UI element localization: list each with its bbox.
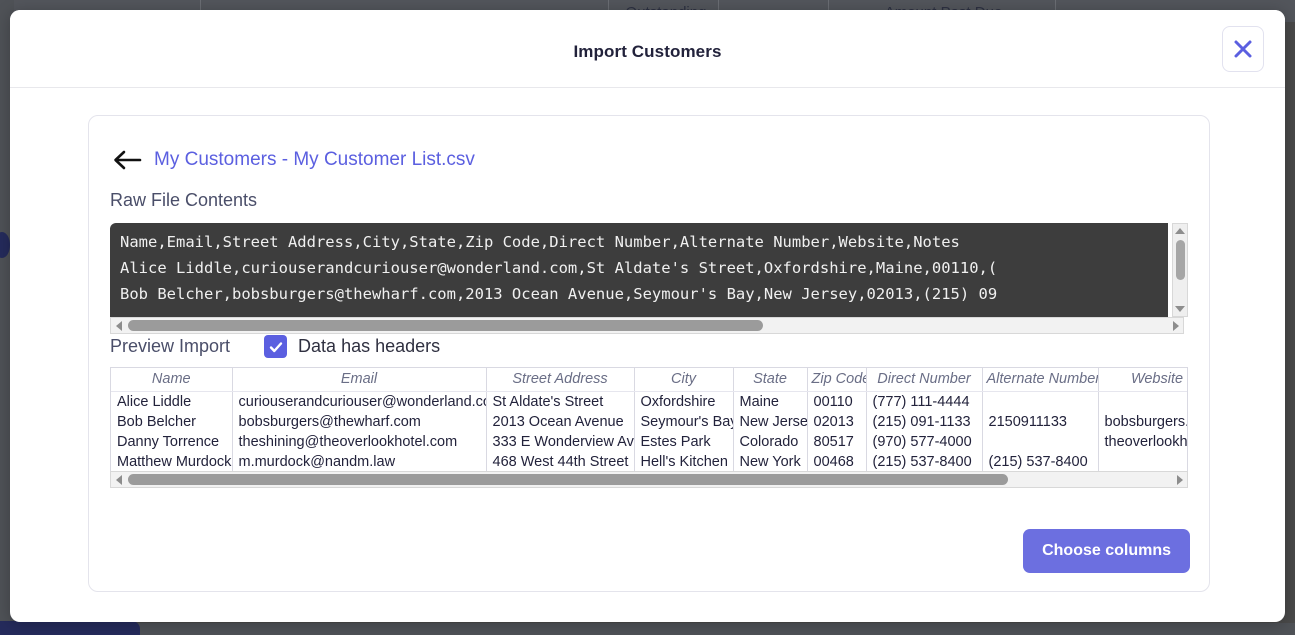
cell-street-address: 333 E Wonderview Ave bbox=[486, 432, 635, 452]
raw-vertical-scrollbar[interactable] bbox=[1172, 223, 1188, 317]
scrollbar-thumb[interactable] bbox=[128, 474, 1008, 485]
column-header-alternate-number: Alternate Number bbox=[982, 368, 1099, 392]
preview-import-row: Preview Import Data has headers bbox=[89, 335, 1209, 358]
scrollbar-thumb[interactable] bbox=[1175, 240, 1185, 280]
back-button[interactable] bbox=[110, 147, 144, 173]
cell-alternate-number: (215) 537-8400 bbox=[982, 452, 1099, 471]
cell-street-address: 468 West 44th Street bbox=[486, 452, 635, 471]
cell-alternate-number: 2150911133 bbox=[982, 412, 1099, 432]
choose-columns-button[interactable]: Choose columns bbox=[1023, 529, 1190, 573]
column-header-state: State bbox=[733, 368, 808, 392]
cell-city: Seymour's Bay bbox=[634, 412, 734, 432]
cell-city: Oxfordshire bbox=[634, 391, 734, 412]
cell-email: bobsburgers@thewharf.com bbox=[232, 412, 487, 432]
cell-website: theoverlookho bbox=[1098, 432, 1187, 452]
close-icon bbox=[1234, 40, 1252, 58]
cell-state: Colorado bbox=[733, 432, 808, 452]
scroll-right-arrow[interactable] bbox=[1172, 471, 1187, 488]
cell-alternate-number bbox=[982, 432, 1099, 452]
cell-website bbox=[1098, 391, 1187, 412]
column-header-name: Name bbox=[111, 368, 233, 392]
raw-horizontal-scrollbar[interactable] bbox=[110, 317, 1184, 334]
preview-import-label: Preview Import bbox=[110, 336, 231, 356]
cell-direct-number: (215) 091-1133 bbox=[866, 412, 983, 432]
scrollbar-thumb[interactable] bbox=[128, 320, 763, 331]
data-has-headers-label: Data has headers bbox=[298, 336, 441, 356]
cell-zip-code: 00110 bbox=[807, 391, 867, 412]
cell-state: New Jersey bbox=[733, 412, 808, 432]
breadcrumb[interactable]: My Customers - My Customer List.csv bbox=[154, 149, 475, 170]
card-topbar: My Customers - My Customer List.csv bbox=[89, 116, 1209, 178]
scroll-right-arrow[interactable] bbox=[1168, 317, 1183, 334]
modal-header: Import Customers bbox=[10, 10, 1285, 88]
cell-direct-number: (970) 577-4000 bbox=[866, 432, 983, 452]
column-header-zip-code: Zip Code bbox=[807, 368, 867, 392]
cell-city: Estes Park bbox=[634, 432, 734, 452]
cell-city: Hell's Kitchen bbox=[634, 452, 734, 471]
raw-file-contents-text: Name,Email,Street Address,City,State,Zip… bbox=[120, 233, 998, 303]
preview-table-horizontal-scrollbar[interactable] bbox=[110, 471, 1188, 488]
column-header-email: Email bbox=[232, 368, 487, 392]
cell-street-address: St Aldate's Street bbox=[486, 391, 635, 412]
scroll-up-arrow[interactable] bbox=[1172, 224, 1188, 238]
cell-name: Danny Torrence bbox=[111, 432, 233, 452]
raw-file-contents-label: Raw File Contents bbox=[110, 190, 258, 210]
column-header-direct-number: Direct Number bbox=[866, 368, 983, 392]
background-accent-dot bbox=[0, 232, 10, 258]
cell-name: Alice Liddle bbox=[111, 391, 233, 412]
cell-name: Matthew Murdock bbox=[111, 452, 233, 471]
check-icon bbox=[269, 341, 282, 352]
raw-file-contents-box[interactable]: Name,Email,Street Address,City,State,Zip… bbox=[110, 223, 1168, 317]
data-has-headers-checkbox[interactable] bbox=[264, 335, 288, 358]
column-header-street-address: Street Address bbox=[486, 368, 635, 392]
cell-state: Maine bbox=[733, 391, 808, 412]
cell-email: curiouserandcuriouser@wonderland.com bbox=[232, 391, 487, 412]
import-preview-card: My Customers - My Customer List.csv Raw … bbox=[88, 115, 1210, 592]
column-header-city: City bbox=[634, 368, 734, 392]
cell-alternate-number bbox=[982, 391, 1099, 412]
scroll-left-arrow[interactable] bbox=[111, 317, 126, 334]
close-button[interactable] bbox=[1222, 26, 1264, 72]
page-title: Import Customers bbox=[573, 42, 722, 61]
background-bottom-bar bbox=[0, 623, 1295, 635]
cell-website: bobsburgers.c bbox=[1098, 412, 1187, 432]
cell-name: Bob Belcher bbox=[111, 412, 233, 432]
cell-website bbox=[1098, 452, 1187, 471]
raw-file-contents-region: Name,Email,Street Address,City,State,Zip… bbox=[110, 223, 1188, 334]
cell-zip-code: 02013 bbox=[807, 412, 867, 432]
cell-state: New York bbox=[733, 452, 808, 471]
background-navy-pill bbox=[0, 621, 140, 635]
column-header-website: Website bbox=[1098, 368, 1187, 392]
cell-zip-code: 00468 bbox=[807, 452, 867, 471]
scroll-left-arrow[interactable] bbox=[111, 471, 126, 488]
cell-direct-number: (215) 537-8400 bbox=[866, 452, 983, 471]
cell-direct-number: (777) 111-4444 bbox=[866, 391, 983, 412]
scroll-down-arrow[interactable] bbox=[1172, 302, 1188, 316]
cell-zip-code: 80517 bbox=[807, 432, 867, 452]
cell-email: m.murdock@nandm.law bbox=[232, 452, 487, 471]
import-customers-modal: Import Customers My Customers - My Custo… bbox=[10, 10, 1285, 622]
cell-street-address: 2013 Ocean Avenue bbox=[486, 412, 635, 432]
arrow-left-icon bbox=[114, 150, 142, 170]
cell-email: theshining@theoverlookhotel.com bbox=[232, 432, 487, 452]
